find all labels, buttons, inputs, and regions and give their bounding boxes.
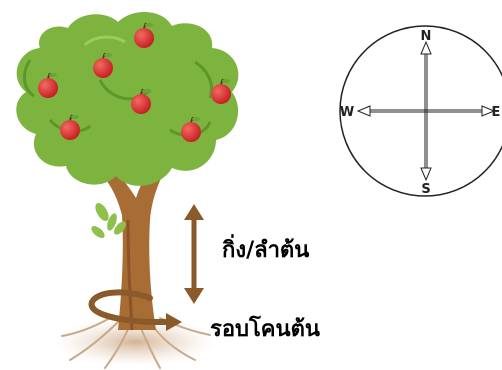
apple-tree-icon (16, 11, 239, 369)
apple (134, 22, 154, 48)
apple (181, 116, 201, 142)
small-leaves (91, 202, 126, 238)
apple (93, 52, 113, 78)
compass-west-label: W (340, 105, 354, 120)
apple (211, 78, 231, 104)
apple (60, 114, 80, 140)
base-of-trunk-label: รอบโคนต้น (210, 317, 320, 342)
apple (38, 72, 58, 98)
circular-arrow-icon (88, 289, 182, 331)
double-headed-arrow-icon (184, 204, 204, 304)
compass-north-label: N (421, 29, 432, 44)
apples (38, 22, 231, 142)
compass-east-label: E (492, 105, 501, 120)
trunk (98, 150, 172, 330)
apple (131, 88, 151, 114)
roots (55, 317, 215, 369)
compass-icon: N S W E (339, 25, 502, 197)
branch-trunk-label: กิ่ง/ลำต้น (222, 238, 310, 263)
compass-south-label: S (421, 182, 430, 197)
